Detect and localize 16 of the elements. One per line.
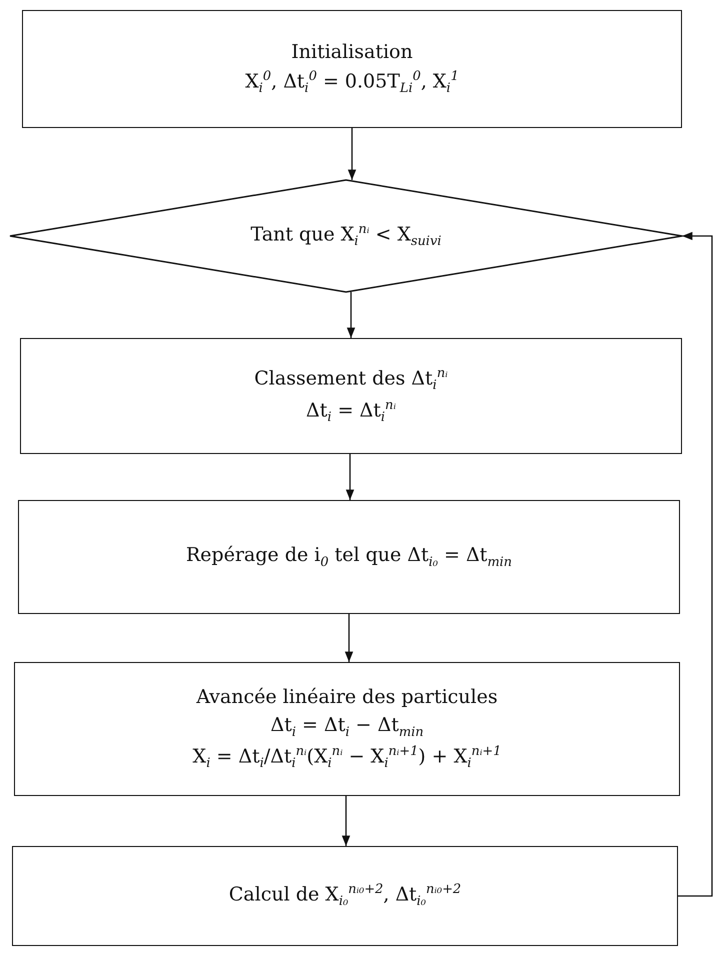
arrow (346, 454, 354, 500)
process-box (18, 500, 680, 614)
arrow (678, 232, 713, 897)
process-box (22, 10, 682, 128)
formula-text: Δt$_{i}$ = Δt$_{i}$ − Δt$_{min}$ (270, 712, 424, 742)
arrow (346, 292, 356, 338)
step-title: Tant que X$_{i}$$^{nᵢ}$ < X$_{suivi}$ (250, 221, 442, 251)
step-title: Repérage de i$_{0}$ tel que Δt$_{i₀}$ = Δt$_{min}$ (186, 542, 512, 572)
step-title: Initialisation (291, 40, 413, 66)
step-title: Avancée linéaire des particules (196, 685, 498, 710)
process-box (20, 338, 682, 454)
arrow (342, 796, 350, 846)
arrow (348, 128, 356, 180)
arrow (344, 614, 354, 662)
process-box (12, 846, 678, 946)
process-box (14, 662, 680, 796)
